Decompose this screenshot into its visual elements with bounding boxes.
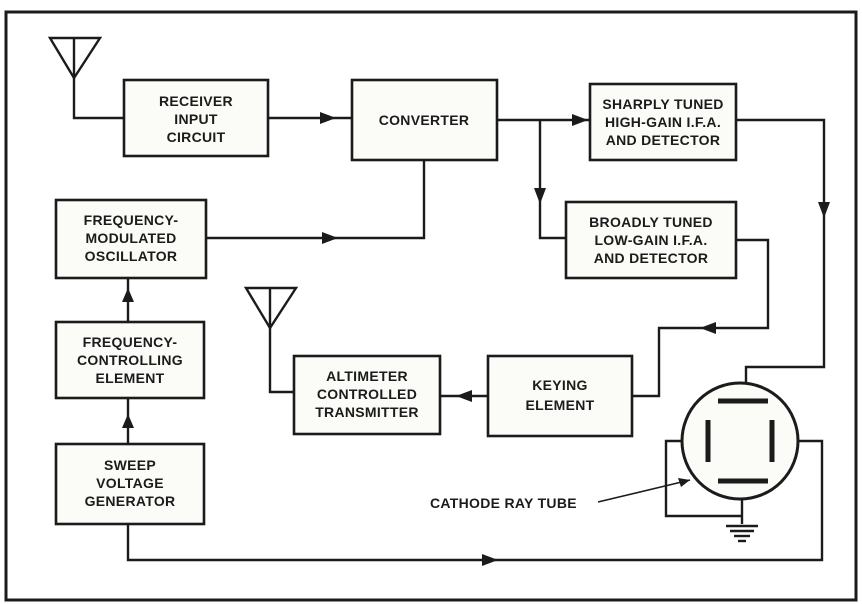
keying-element-block: KEYING ELEMENT [486,354,634,438]
arrow-into-broad-ifa [534,188,546,204]
altimeter-controlled-transmitter-block: ALTIMETER CONTROLLED TRANSMITTER [292,354,442,436]
block-label-line: AND DETECTOR [606,132,721,148]
receive-antenna-icon [47,36,103,81]
block-label-line: OSCILLATOR [85,248,178,264]
block-label-line: ELEMENT [526,397,595,413]
broadly-tuned-ifa-block: BROADLY TUNED LOW-GAIN I.F.A. AND DETECT… [564,200,738,280]
arrow-into-sharp-ifa [572,114,588,126]
wire-oscillator-to-converter [206,160,426,240]
sharply-tuned-ifa-block: SHARPLY TUNED HIGH-GAIN I.F.A. AND DETEC… [588,82,738,162]
block-label-line: SWEEP [104,457,156,473]
block-label-line: RECEIVER [159,93,233,109]
wire-transmitter-antenna [268,328,294,394]
frequency-modulated-oscillator-block: FREQUENCY- MODULATED OSCILLATOR [54,198,208,280]
wire-antenna-to-receiver [72,78,124,120]
cathode-ray-tube-label: CATHODE RAY TUBE [430,495,577,511]
block-label-line: INPUT [174,111,218,127]
receiver-input-circuit-block: RECEIVER INPUT CIRCUIT [122,78,270,158]
ground-icon [726,524,758,543]
wire-branch-to-broad-ifa [538,120,566,240]
block-label-line: CIRCUIT [167,129,226,145]
diagram-frame [4,10,858,602]
crt-label-pointer [597,479,691,503]
block-label-line: FREQUENCY- [84,212,179,228]
block-label-line: ALTIMETER [326,368,408,384]
arrow-sweep-line [482,554,498,566]
frequency-controlling-element-block: FREQUENCY- CONTROLLING ELEMENT [54,320,206,400]
block-label-line: LOW-GAIN I.F.A. [594,232,707,248]
signal-arrows [122,112,830,566]
block-label-line: VOLTAGE [96,475,164,491]
arrow-sharp-ifa-down [818,202,830,218]
wire-sharp-ifa-to-crt [736,118,826,400]
transmit-antenna-icon [243,286,299,331]
block-label-line: FREQUENCY- [83,334,178,350]
arrow-broad-ifa-line [700,322,716,334]
arrow-into-freq-control [122,414,134,428]
block-label-line: GENERATOR [85,493,176,509]
block-label-line: SHARPLY TUNED [602,96,723,112]
block-label-line: MODULATED [85,230,176,246]
arrow-into-transmitter [456,390,472,402]
arrow-into-converter [320,112,336,124]
block-label-line: CONVERTER [379,112,470,128]
block-label-line: BROADLY TUNED [589,214,713,230]
sweep-voltage-generator-block: SWEEP VOLTAGE GENERATOR [54,442,206,526]
block-label-line: CONTROLLED [317,386,417,402]
crt-pointer-arrowhead [678,478,690,487]
block-label-line: KEYING [532,377,587,393]
arrow-oscillator-line [322,232,338,244]
block-label-line: TRANSMITTER [315,404,419,420]
converter-block: CONVERTER [350,78,499,162]
arrow-into-oscillator [122,288,134,302]
cathode-ray-tube-icon [680,381,800,501]
block-label-line: ELEMENT [96,370,165,386]
block-label-line: CONTROLLING [77,352,183,368]
block-label-line: HIGH-GAIN I.F.A. [605,114,721,130]
wire-sweep-to-crt [126,439,824,562]
block-label-line: AND DETECTOR [594,250,709,266]
